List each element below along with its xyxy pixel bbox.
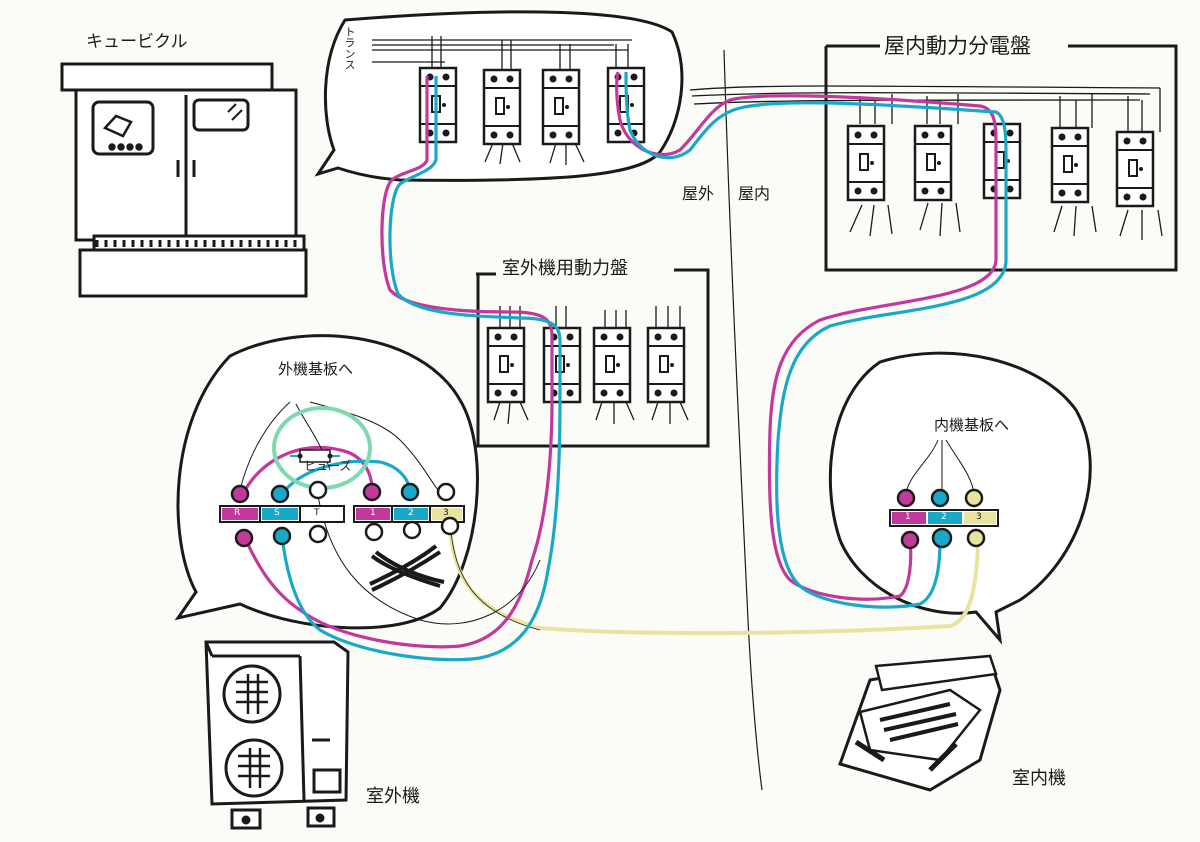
terminal-R: R	[234, 508, 241, 518]
terminal-out-3: 3	[443, 508, 449, 518]
indoor-outdoor-divider	[723, 49, 763, 791]
breaker-trans-2	[482, 68, 522, 146]
indoor-side-label: 屋内	[738, 184, 771, 203]
terminal-T: T	[314, 508, 320, 518]
cubicle	[60, 62, 308, 298]
breaker-outdoor-4	[646, 326, 686, 404]
breaker-outdoor-2	[542, 326, 582, 404]
indoor-unit	[838, 654, 1002, 792]
indoor-panel-label: 屋内動力分電盤	[884, 34, 1031, 58]
wire-magenta-main	[241, 71, 998, 649]
terminal-in-2: 2	[941, 512, 947, 522]
breaker-indoor-1	[846, 124, 886, 202]
indoor-board-label: 内機基板へ	[934, 416, 1010, 434]
outdoor-side-label: 屋外	[682, 184, 715, 203]
outdoor-panel	[476, 268, 710, 448]
breaker-indoor-3	[982, 122, 1022, 200]
indoor-terminal-block	[889, 488, 999, 550]
breaker-trans-3	[541, 68, 581, 146]
breaker-indoor-2	[913, 124, 953, 202]
terminal-in-1: 1	[905, 512, 911, 522]
indoor-unit-label: 室内機	[1012, 768, 1066, 789]
fuse-label: ヒューズ	[304, 459, 352, 473]
outdoor-panel-label: 室外機用動力盤	[500, 258, 630, 279]
indoor-panel	[824, 44, 1178, 272]
breaker-outdoor-1	[486, 326, 526, 404]
cubicle-label: キュービクル	[86, 32, 188, 52]
outdoor-terminal-block	[219, 480, 465, 548]
breaker-indoor-4	[1050, 126, 1090, 204]
terminal-out-2: 2	[408, 508, 414, 518]
terminal-S: S	[274, 508, 280, 518]
fuse-icon	[290, 449, 340, 463]
breaker-indoor-5	[1115, 130, 1155, 208]
trans-label: トランス	[343, 26, 356, 70]
outdoor-unit-label: 室外機	[366, 786, 420, 807]
prohibited-x-mark	[369, 544, 445, 592]
indoor-bus-lines	[689, 85, 1163, 240]
outdoor-unit	[204, 640, 350, 830]
outdoor-board-label: 外機基板へ	[278, 360, 354, 378]
terminal-in-3: 3	[976, 512, 982, 522]
outdoor-panel-breakers	[486, 326, 686, 404]
wire-cyan-main	[280, 71, 1008, 662]
indoor-board-bubble	[828, 351, 1092, 645]
terminal-out-1: 1	[370, 508, 376, 518]
breaker-outdoor-3	[592, 326, 632, 404]
indoor-panel-breakers	[846, 122, 1155, 208]
